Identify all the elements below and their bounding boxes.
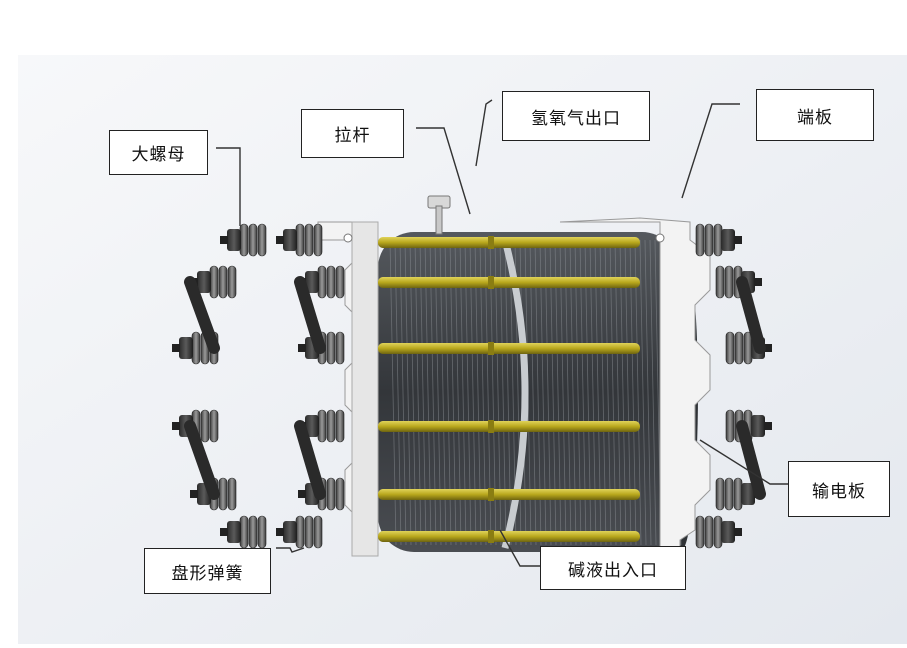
tie-rod [378,342,640,355]
spring-nut-assembly [298,409,345,443]
spring-nut-assembly [715,477,762,511]
link-bar [736,276,766,354]
tie-rods [378,236,640,543]
link-bar [184,276,220,354]
link-bar [736,420,766,500]
left-end-plate [317,221,379,557]
link-bar [294,420,326,500]
tie-rod [378,420,640,433]
gas-outlet-fitting [427,195,451,235]
leader-disc-spring [276,547,305,553]
leader-power-plate [699,439,788,485]
link-bar [184,420,220,500]
left-spring-nut-assemblies [172,223,345,549]
tie-rod [378,236,640,249]
label-power-plate: 输电板 [788,461,890,517]
spring-nut-assembly [190,265,237,299]
tie-rod [378,488,640,501]
spring-nut-assembly [695,515,742,549]
tie-rod [378,276,640,289]
spring-nut-assembly [695,223,742,257]
leader-lines [216,99,788,567]
leader-gas-outlet [475,99,493,167]
label-tie-rod: 拉杆 [301,109,404,158]
spring-nut-assembly [220,223,267,257]
spring-nut-assembly [276,515,323,549]
label-disc-spring: 盘形弹簧 [144,548,271,594]
label-big-nut: 大螺母 [109,130,208,175]
leader-big-nut [216,147,241,226]
label-gas-outlet: 氢氧气出口 [502,91,650,141]
link-bar [294,276,326,354]
leader-end-plate [681,103,740,199]
label-lye-port: 碱液出入口 [540,546,686,590]
right-spring-nut-assemblies [695,223,772,549]
leader-tie-rod [416,127,471,215]
leader-lye-port [499,529,545,567]
tie-rod [378,530,640,543]
spring-nut-assembly [276,223,323,257]
label-end-plate: 端板 [756,89,874,141]
